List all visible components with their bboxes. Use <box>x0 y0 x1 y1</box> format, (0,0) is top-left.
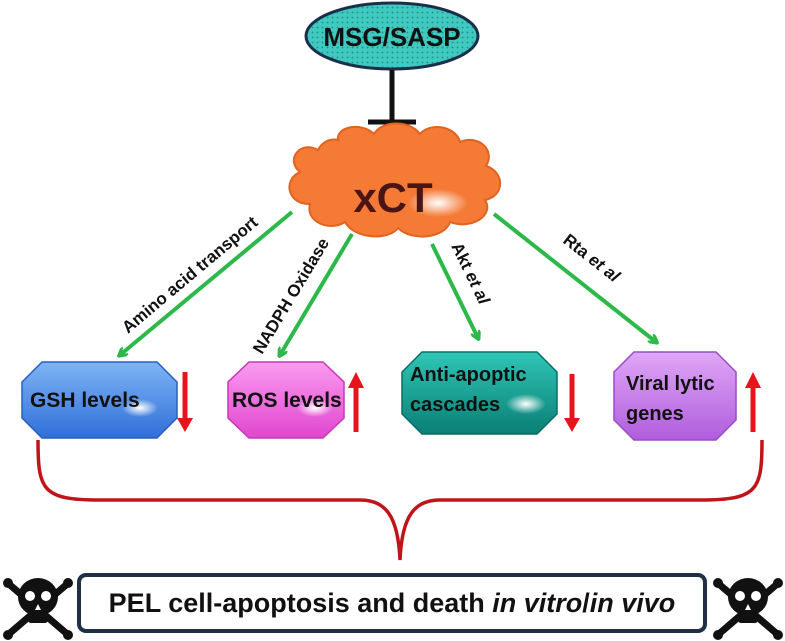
pathway-arrows <box>120 210 656 355</box>
viral-lytic-line1: Viral lytic <box>626 373 715 395</box>
up-arrow-icon <box>745 372 761 432</box>
inhibition-bar <box>368 70 416 125</box>
label-amino-acid-transport: Amino acid transport <box>118 212 261 337</box>
grouping-brace <box>36 439 764 561</box>
gsh-levels-label: GSH levels <box>30 389 140 412</box>
up-arrow-icon <box>348 372 364 432</box>
down-arrow-icon <box>564 374 580 432</box>
arrow-rta <box>492 212 656 342</box>
skull-crossbones-icon <box>3 578 73 640</box>
ros-levels-label: ROS levels <box>232 389 342 412</box>
result-in-vitro: in vitro <box>492 587 583 618</box>
result-text-main: PEL cell-apoptosis and death <box>108 587 493 618</box>
msg-sasp-node: MSG/SASP <box>304 1 480 71</box>
label-akt-italic: et al <box>461 268 494 308</box>
arrow-amino-acid-transport <box>120 210 294 355</box>
xct-label: xCT <box>353 174 433 221</box>
result-in-vivo: in vivo <box>589 587 676 618</box>
outcome-gsh-levels: GSH levels <box>21 361 178 439</box>
outcome-viral-lytic-genes: Viral lytic genes <box>613 351 737 441</box>
xct-node: xCT <box>288 122 501 238</box>
result-text: PEL cell-apoptosis and death in vitro/in… <box>109 588 676 619</box>
label-akt: Akt et al <box>447 239 494 308</box>
down-arrow-icon <box>177 372 193 432</box>
result-box: PEL cell-apoptosis and death in vitro/in… <box>77 573 707 633</box>
msg-sasp-label: MSG/SASP <box>323 22 460 52</box>
outcome-ros-levels: ROS levels <box>227 361 345 439</box>
anti-apoptic-line1: Anti-apoptic <box>410 364 527 386</box>
result-separator: / <box>582 587 590 618</box>
viral-lytic-line2: genes <box>626 403 684 425</box>
arrow-akt <box>430 243 478 338</box>
skull-crossbones-icon <box>713 578 783 640</box>
arrow-nadph-oxidase <box>280 232 354 355</box>
anti-apoptic-line2: cascades <box>410 394 500 416</box>
label-rta: Rta et al <box>560 230 625 286</box>
outcome-anti-apoptic-cascades: Anti-apoptic cascades <box>401 351 558 435</box>
